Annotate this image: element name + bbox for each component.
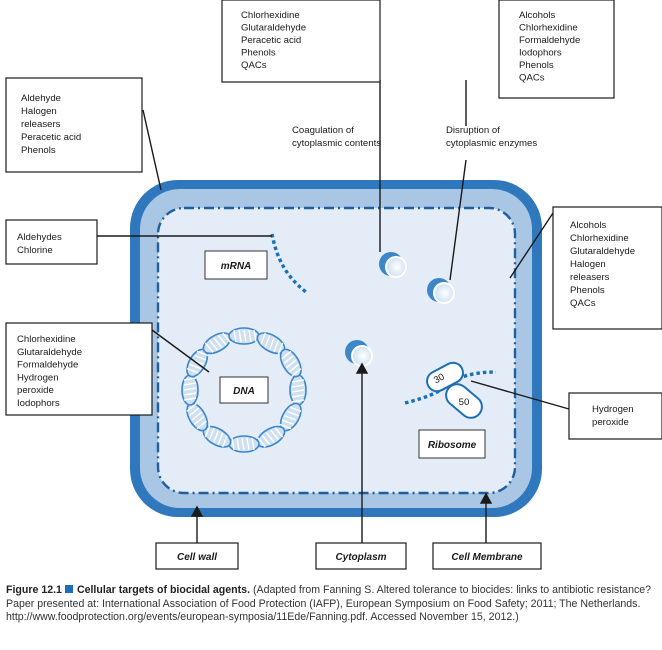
agent-box-dna: ChlorhexidineGlutaraldehydeFormaldehydeH… (5, 322, 153, 416)
agent-line: peroxide (592, 417, 629, 428)
ribosome-50s-subunit (445, 383, 483, 419)
dna-group: DNA (181, 327, 307, 453)
leader-lines (97, 80, 570, 410)
mrna-strand (270, 233, 308, 294)
agent-box-membrane: AlcoholsChlorhexidineGlutaraldehydeHalog… (552, 206, 662, 330)
mrna-label: mRNA (221, 261, 252, 272)
annotation-disruption: Disruption of cytoplasmic enzymes (446, 125, 537, 149)
agent-line: Peracetic acid (21, 132, 81, 143)
agent-box-ribosome: Hydrogen peroxide (568, 392, 662, 440)
agent-line: Alcohols (519, 10, 555, 21)
dna-helix-segment (181, 374, 199, 406)
mrna-label-box (204, 250, 268, 280)
agent-line: Aldehydes (17, 232, 62, 243)
ribosome-group: 30 50 Ribosome (404, 361, 497, 459)
agent-line: Halogen (21, 106, 57, 117)
agent-box-top-right: AlcoholsChlorhexidineFormaldehydeIodopho… (498, 0, 615, 99)
agent-line: Phenols (519, 60, 554, 71)
dna-helix-segment (228, 327, 260, 345)
agent-line: Disruption of (446, 125, 500, 136)
cell-membrane-line (156, 206, 517, 495)
agent-line: Phenols (21, 145, 56, 156)
leader-dna (151, 329, 210, 373)
agent-line: Hydrogen (17, 372, 59, 383)
leader-ribosome (470, 380, 570, 410)
dna-helix-segment (279, 402, 302, 432)
agent-line: Glutaraldehyde (241, 23, 306, 34)
agent-line: Phenols (570, 285, 605, 296)
agent-line: releasers (21, 119, 61, 130)
agent-line: Formaldehyde (17, 360, 78, 371)
dna-helix-segment (202, 332, 232, 355)
agent-line: Glutaraldehyde (17, 347, 82, 358)
agent-line: cytoplasmic contents (292, 138, 381, 149)
agent-line: Peracetic acid (241, 35, 301, 46)
annotation-coagulation: Coagulation of cytoplasmic contents (292, 125, 381, 149)
svg-text:Cytoplasm: Cytoplasm (335, 552, 386, 563)
bottom-arrows (190, 362, 493, 543)
subunit-30-label: 30 (432, 372, 447, 387)
agent-line: QACs (241, 60, 267, 71)
agent-line: Hydrogen (592, 404, 634, 415)
agent-line: Formaldehyde (519, 35, 580, 46)
svg-text:Cell Membrane: Cell Membrane (451, 552, 523, 563)
agent-line: Halogen (570, 259, 606, 270)
agent-line: Iodophors (17, 398, 60, 409)
caption-body: (Adapted from Fanning S. Altered toleran… (6, 584, 652, 624)
bottom-label-cell-membrane: Cell Membrane (432, 542, 542, 570)
caption-square-icon (64, 585, 73, 593)
agent-line: QACs (570, 298, 596, 309)
agent-line: releasers (570, 272, 610, 283)
ribosome-30s-subunit: 30 (426, 361, 464, 393)
agent-line: Coagulation of (292, 125, 354, 136)
figure-caption: Figure 12.1 Cellular targets of biocidal … (6, 584, 658, 625)
agent-line: Glutaraldehyde (570, 246, 635, 257)
dna-label-box (219, 376, 269, 404)
agent-line: Aldehyde (21, 93, 61, 104)
agent-line: QACs (519, 73, 545, 84)
bottom-label-cell-wall: Cell wall (155, 542, 239, 570)
subunit-50-label: 50 (459, 397, 470, 408)
dna-helix-segment (256, 425, 286, 448)
agent-line: Chlorhexidine (570, 233, 629, 244)
agent-line: Chlorhexidine (17, 334, 76, 345)
leader-membrane (509, 212, 554, 279)
dna-label: DNA (233, 386, 255, 397)
agent-line: Iodophors (519, 48, 562, 59)
coagulation-vesicle (379, 252, 407, 278)
ribosome-label: Ribosome (428, 440, 477, 451)
bacterial-cell (130, 180, 542, 517)
dna-helix-segment (279, 348, 302, 378)
dna-helix-segment (228, 435, 260, 453)
dna-helix-ring (181, 327, 307, 453)
svg-text:Cell wall: Cell wall (177, 552, 217, 563)
agent-line: Chlorhexidine (519, 23, 578, 34)
leader-top-left (142, 109, 162, 191)
agent-line: peroxide (17, 385, 54, 396)
agent-line: Alcohols (570, 220, 606, 231)
agent-line: Chlorine (17, 245, 53, 256)
enzyme-vesicle (427, 278, 455, 304)
bottom-label-cytoplasm: Cytoplasm (315, 542, 407, 570)
agent-line: Phenols (241, 48, 276, 59)
mrna-group: mRNA (204, 233, 308, 294)
ribosome-label-box (418, 429, 486, 459)
leader-disruption (449, 159, 467, 281)
dna-helix-segment (289, 374, 307, 406)
caption-title: Cellular targets of biocidal agents. (76, 584, 251, 596)
caption-number: Figure 12.1 (6, 584, 62, 596)
agent-line: Chlorhexidine (241, 10, 300, 21)
agent-line: cytoplasmic enzymes (446, 138, 537, 149)
